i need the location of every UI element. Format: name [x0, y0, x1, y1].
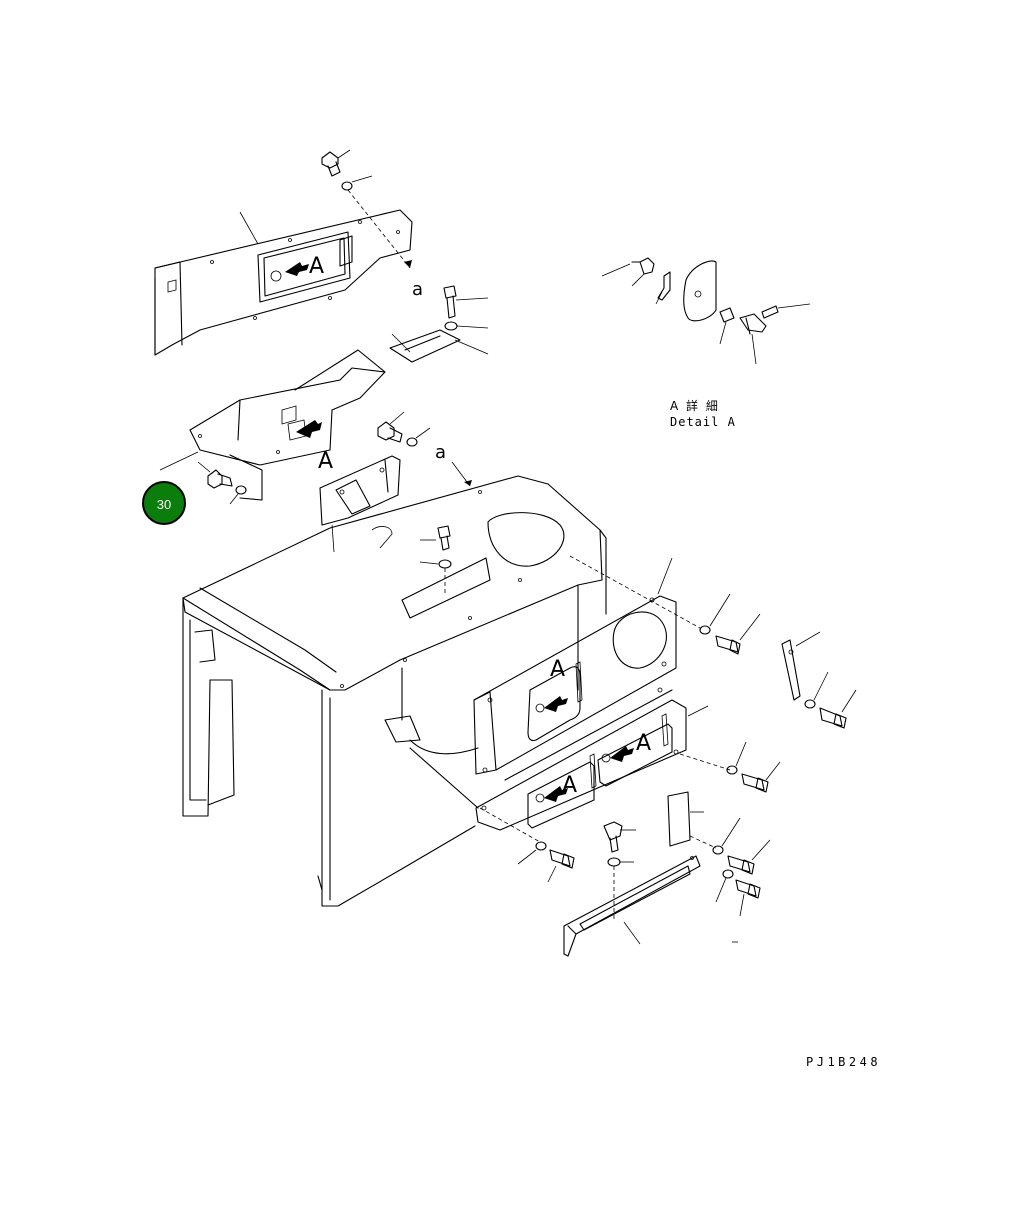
- mid-left-bolt: [197, 461, 247, 505]
- middle-duct-assembly: A: [159, 349, 386, 501]
- top-bolt: a: [321, 149, 423, 300]
- view-a-label-upper-panel: A: [550, 657, 565, 682]
- mid-right-bolt: [377, 411, 431, 447]
- callout-badge[interactable]: 30: [142, 481, 186, 525]
- view-a-label-lower-panel-left: A: [562, 773, 577, 798]
- top-cover-panel: A: [154, 209, 413, 356]
- main-frame: [182, 475, 701, 907]
- top-plate-bolt: [419, 525, 452, 595]
- lower-left-bolt: [479, 807, 575, 883]
- upper-bracket: [389, 285, 489, 363]
- bottom-plate: [563, 821, 701, 957]
- view-a-label-lower-panel-right: A: [636, 731, 651, 756]
- callout-number: 30: [157, 497, 171, 512]
- clamp-bracket: a: [319, 442, 472, 553]
- view-a-label-middle: A: [318, 449, 333, 474]
- ref-a-label-middle: a: [435, 442, 446, 463]
- lower-side-panel: A A: [475, 687, 731, 831]
- ref-a-label-top: a: [412, 279, 423, 300]
- detail-a-title-jp: A 詳 細: [670, 398, 720, 413]
- drawing-code: PJ1B248: [806, 1055, 881, 1069]
- detail-a-title-en: Detail A: [670, 415, 736, 429]
- detail-a-group: A 詳 細 Detail A: [601, 257, 811, 429]
- upper-side-panel: A: [473, 557, 677, 775]
- right-fasteners: [667, 593, 857, 943]
- view-a-label-top: A: [309, 254, 324, 279]
